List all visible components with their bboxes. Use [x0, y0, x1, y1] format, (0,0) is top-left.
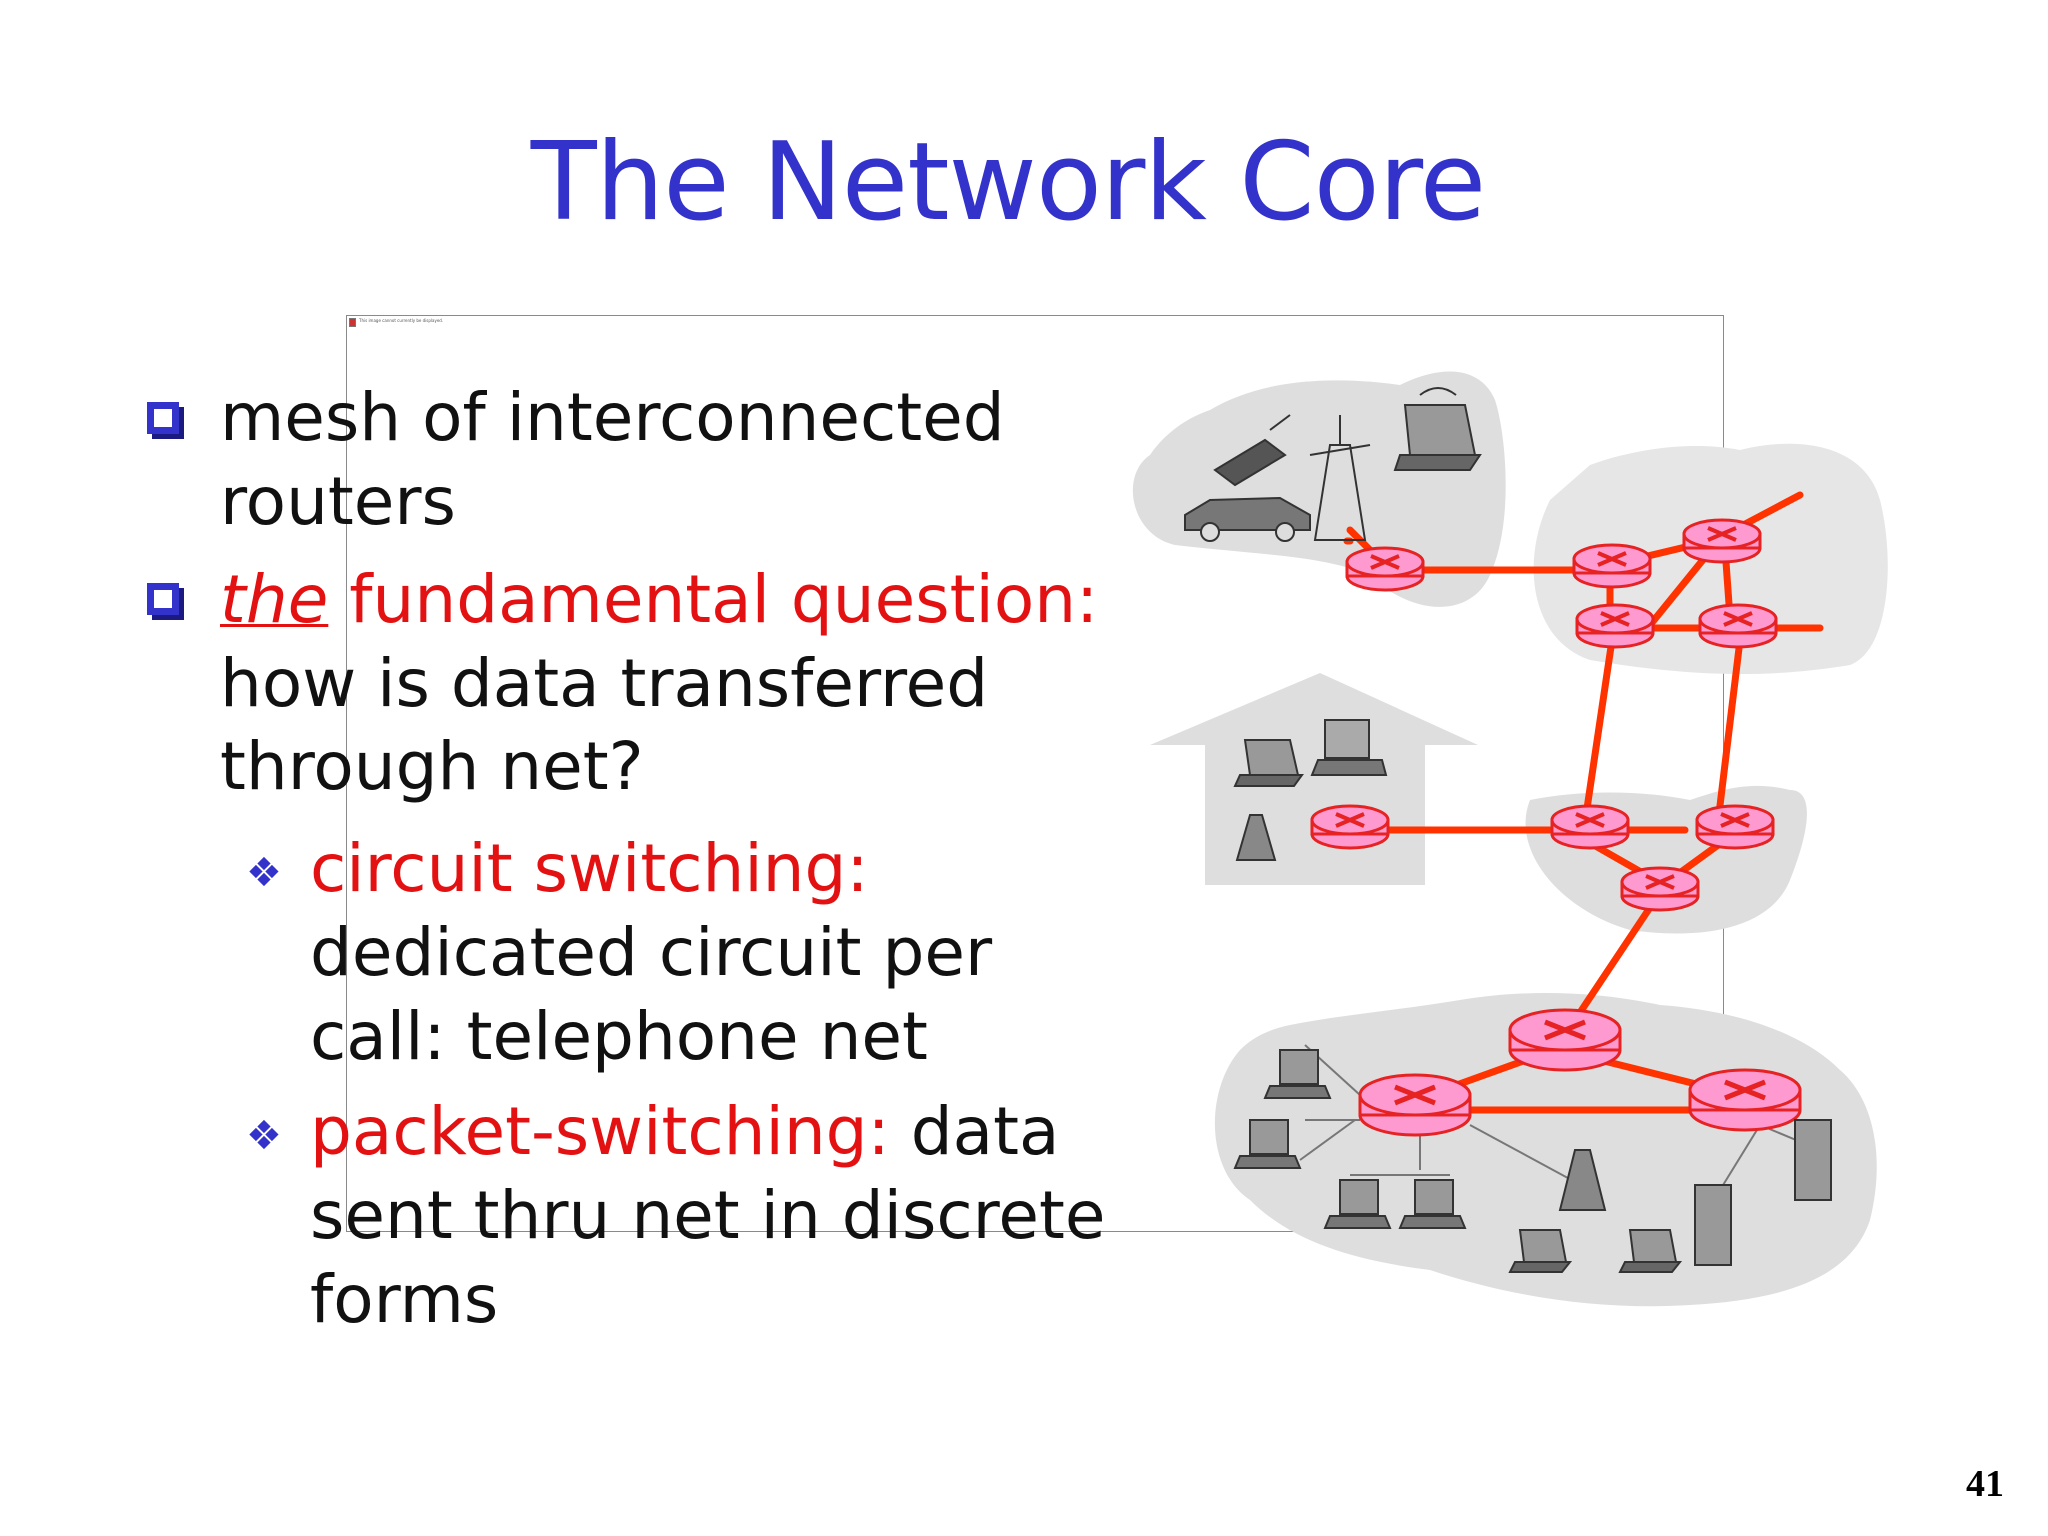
router [1358, 1073, 1472, 1137]
slide-title: The Network Core [530, 120, 1486, 245]
page-number: 41 [1966, 1463, 2004, 1505]
desktop-computer-icon [1323, 1179, 1392, 1229]
router [1345, 546, 1425, 592]
laptop-icon [1393, 387, 1482, 471]
router [1688, 1068, 1802, 1132]
base-station-icon [1558, 1149, 1607, 1211]
router [1682, 518, 1762, 564]
desktop-computer-icon [1398, 1179, 1467, 1229]
server-icon [1694, 1184, 1732, 1266]
router [1550, 804, 1630, 850]
cell-tower-icon [1309, 415, 1371, 541]
router [1575, 603, 1655, 649]
broken-image-icon [349, 318, 356, 327]
home-house [1150, 673, 1478, 885]
router [1310, 804, 1390, 850]
routers [1310, 518, 1802, 1137]
router [1698, 603, 1778, 649]
laptop-icon [1233, 739, 1304, 787]
router [1572, 543, 1652, 589]
server-icon [1794, 1119, 1832, 1201]
cellphone-icon [1213, 414, 1291, 487]
image-placeholder-caption: This image cannot currently be displayed… [359, 318, 444, 323]
desktop-computer-icon [1233, 1119, 1302, 1169]
desktop-computer-icon [1263, 1049, 1332, 1099]
institutional-devices [1233, 1049, 1832, 1273]
wireless-devices [1184, 387, 1482, 542]
router [1695, 804, 1775, 850]
home-devices [1233, 719, 1388, 861]
laptop-icon [1618, 1229, 1683, 1273]
laptop-icon [1508, 1229, 1573, 1273]
desktop-computer-icon [1310, 719, 1388, 776]
base-station-icon [1235, 814, 1277, 861]
car-icon [1184, 496, 1311, 542]
router [1620, 866, 1700, 912]
router [1508, 1008, 1622, 1072]
